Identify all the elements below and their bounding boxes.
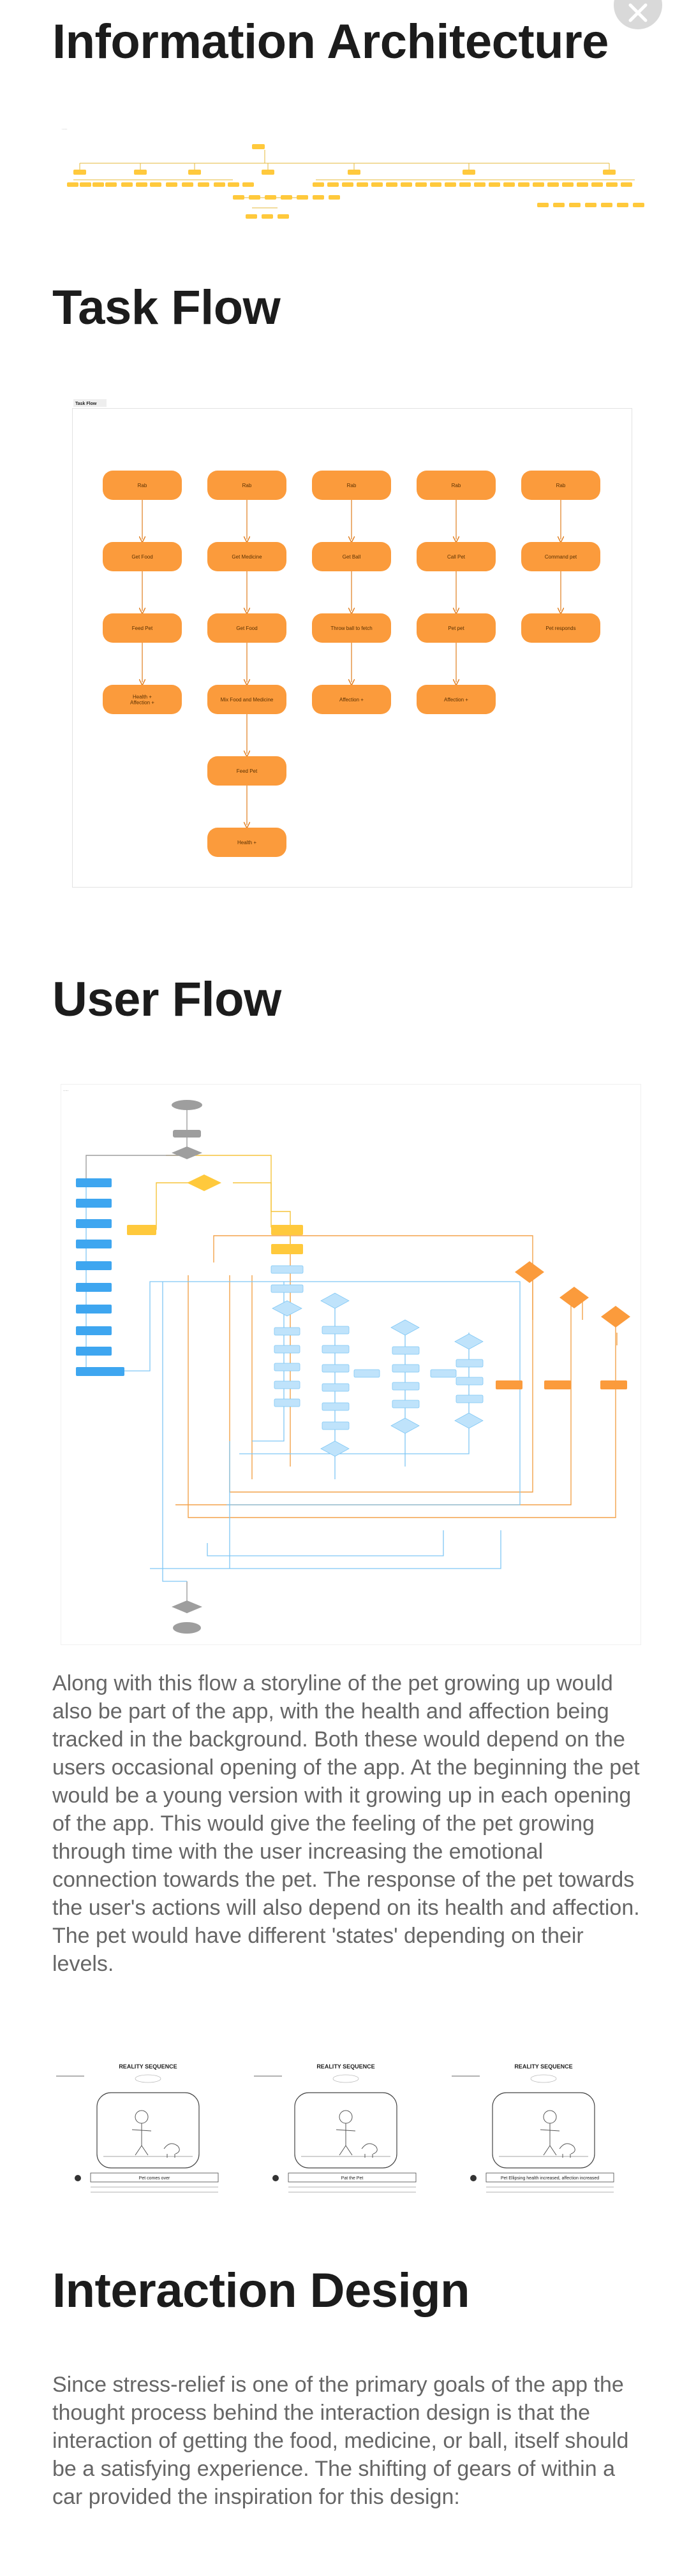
task-flow-node <box>417 685 496 714</box>
task-flow-node <box>103 471 182 500</box>
task-flow-node <box>417 613 496 643</box>
storyboard-header: REALITY SEQUENCE <box>119 2063 177 2070</box>
task-flow-node <box>521 613 600 643</box>
task-flow-node-label: Get Food <box>131 554 152 560</box>
svg-text:·····: ····· <box>63 1089 69 1093</box>
interaction-design-paragraph: Since stress-relief is one of the primar… <box>52 2373 629 2509</box>
task-flow-node <box>312 613 391 643</box>
task-flow-node <box>207 756 286 786</box>
task-flow-node-label: Affection + <box>339 697 364 703</box>
task-flow-node <box>521 542 600 571</box>
close-button[interactable] <box>614 0 662 29</box>
ia-diagram: ····· <box>61 121 648 230</box>
task-flow-node-label: Feed Pet <box>237 768 258 774</box>
task-flow-node-label: Get Food <box>236 626 257 631</box>
section-title-information-architecture: Information Architecture <box>52 15 609 69</box>
task-flow-node-label: Rab <box>242 483 252 488</box>
task-flow-node <box>521 471 600 500</box>
task-flow-node <box>312 471 391 500</box>
storyboard-panel: REALITY SEQUENCE Pat the Pet <box>254 2063 417 2193</box>
task-flow-node-label: Rab <box>138 483 147 488</box>
section-title-user-flow: User Flow <box>52 972 281 1027</box>
task-flow-node-label: Health + <box>133 694 152 700</box>
task-flow-node-label: Call Pet <box>447 554 466 560</box>
storyboard-panel: REALITY SEQUENCE Pet comes over <box>56 2063 219 2193</box>
storyboard-header: REALITY SEQUENCE <box>316 2063 374 2070</box>
task-flow-node-label: Command pet <box>545 554 577 560</box>
task-flow-node-label: Affection + <box>130 700 154 706</box>
storyboard-panel: REALITY SEQUENCE Pet Ellipsing health inc… <box>452 2063 614 2193</box>
task-flow-node-label: Feed Pet <box>132 626 153 631</box>
section-title-interaction-design: Interaction Design <box>52 2264 470 2318</box>
task-flow-node-label: Rab <box>556 483 566 488</box>
task-flow-node <box>103 685 182 714</box>
task-flow-node <box>417 471 496 500</box>
storyboard-caption: Pet comes over <box>139 2176 170 2181</box>
task-flow-node-label: Rab <box>347 483 357 488</box>
task-flow-node <box>207 828 286 857</box>
task-flow-node-label: Rab <box>452 483 461 488</box>
storyboard-caption: Pat the Pet <box>341 2176 364 2181</box>
task-flow-node-label: Get Ball <box>343 554 361 560</box>
close-icon <box>628 3 648 22</box>
task-flow-node <box>207 613 286 643</box>
task-flow-node <box>312 685 391 714</box>
svg-text:·····: ····· <box>62 128 68 131</box>
task-flow-frame-label: Task Flow <box>75 402 97 406</box>
section-title-task-flow: Task Flow <box>52 281 281 335</box>
task-flow-node-label: Get Medicine <box>232 554 262 560</box>
task-flow-node <box>207 685 286 714</box>
task-flow-node <box>103 542 182 571</box>
task-flow-node <box>207 542 286 571</box>
user-flow-paragraph: Along with this flow a storyline of the … <box>52 1671 640 1976</box>
task-flow-node-label: Mix Food and Medicine <box>221 697 274 703</box>
task-flow-node-label: Pet responds <box>545 626 575 631</box>
task-flow-node-label: Health + <box>237 840 256 845</box>
task-flow-node <box>103 613 182 643</box>
storyboard-caption: Pet Ellipsing health increased, affectio… <box>501 2176 599 2181</box>
storyboard-header: REALITY SEQUENCE <box>514 2063 572 2070</box>
task-flow-node <box>312 542 391 571</box>
task-flow-node <box>207 471 286 500</box>
task-flow-node-label: Affection + <box>444 697 468 703</box>
task-flow-node-label: Throw ball to fetch <box>330 626 372 631</box>
task-flow-node <box>417 542 496 571</box>
user-flow-diagram: ····· <box>61 1084 641 1645</box>
task-flow-node-label: Pet pet <box>448 626 464 631</box>
